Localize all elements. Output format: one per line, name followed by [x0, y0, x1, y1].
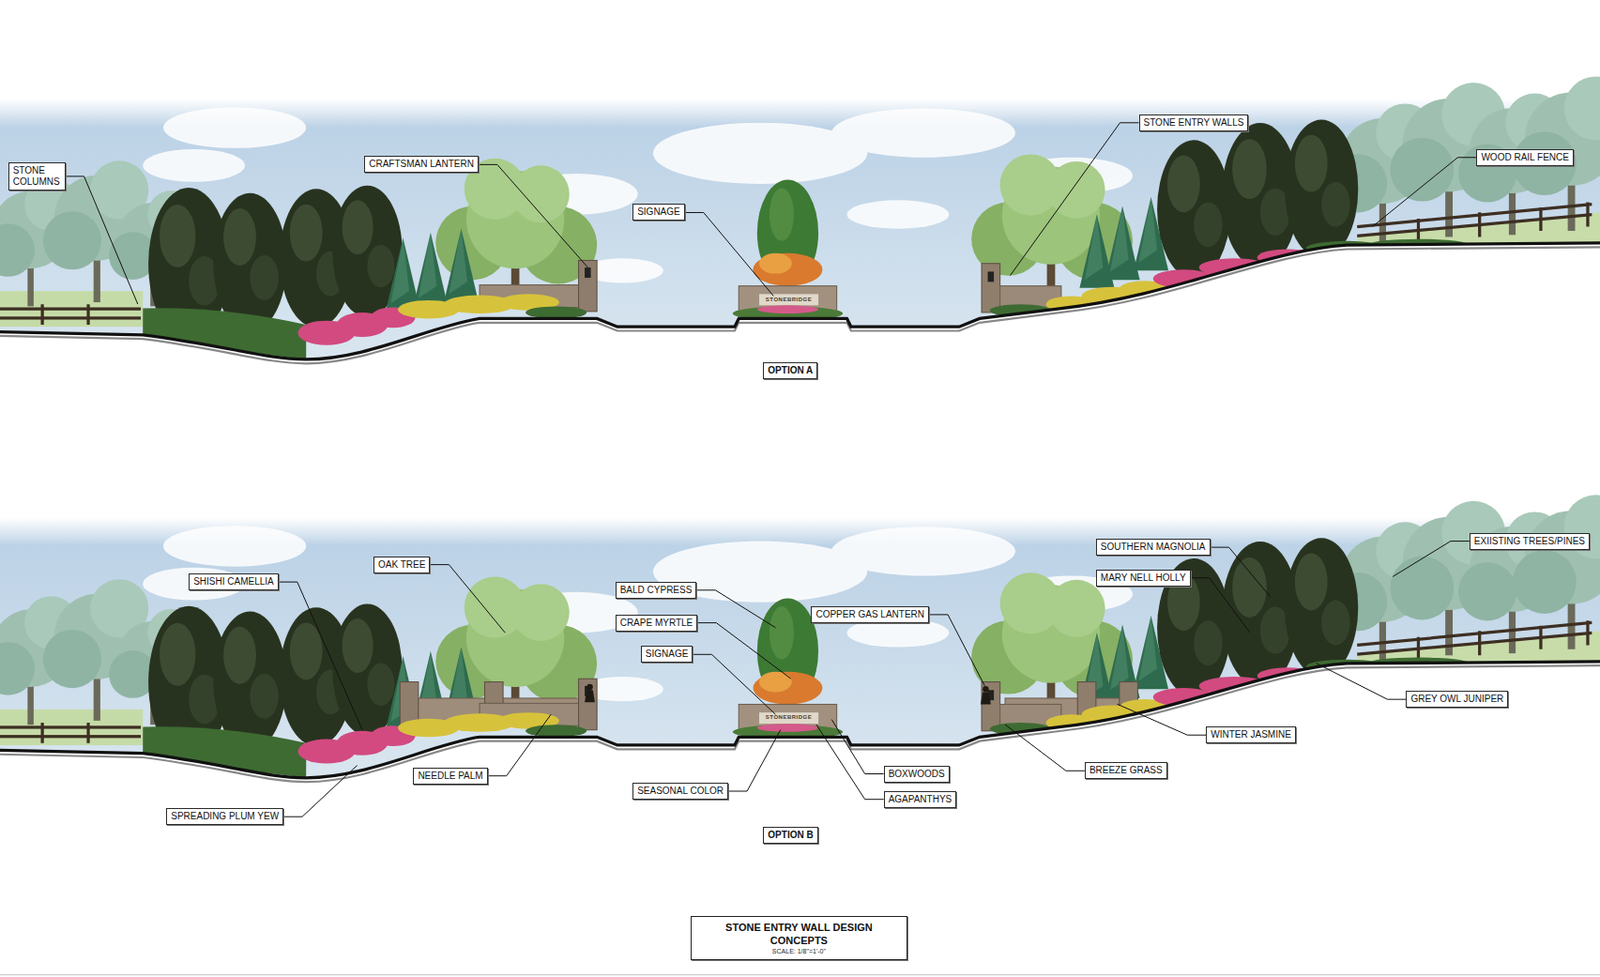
leader-line [1009, 122, 1139, 276]
option-label-box: OPTION A [762, 362, 818, 380]
callout-text: WINTER JASMINE [1210, 729, 1292, 741]
callout-text: BOXWOODS [888, 768, 945, 780]
callout-box: NEEDLE PALM [412, 767, 488, 785]
callout-text: GREY OWL JUNIPER [1410, 693, 1504, 705]
leader-line [692, 654, 776, 715]
callout-text: BREEZE GRASS [1089, 764, 1163, 777]
callout-box: SOUTHERN MAGNOLIA [1096, 538, 1211, 556]
callout-text: SIGNAGE [645, 648, 689, 660]
callout-text: AGAPANTHYS [888, 793, 953, 806]
callout-box: SIGNAGE [632, 203, 686, 221]
callout-text: OAK TREE [378, 559, 426, 571]
callout-text: SIGNAGE [637, 206, 681, 218]
callout-box: WINTER JASMINE [1205, 726, 1296, 744]
callout-box: MARY NELL HOLLY [1096, 569, 1191, 587]
drawing-title: STONE ENTRY WALL DESIGN CONCEPTS [697, 920, 901, 947]
leader-line [429, 564, 505, 634]
callout-text: SHISHI CAMELLIA [193, 576, 275, 588]
leader-line [487, 714, 552, 777]
callout-text: MARY NELL HOLLY [1100, 572, 1187, 584]
callout-text: WOOD RAIL FENCE [1480, 152, 1570, 164]
option-label: OPTION A [767, 365, 813, 377]
leader-line [65, 176, 138, 305]
callout-text: EXIISTING TREES/PINES [1474, 535, 1585, 548]
scale-note: SCALE: 1/8"=1'-0" [697, 946, 901, 956]
callout-box: COPPER GAS LANTERN [810, 606, 930, 624]
callout-text: SPREADING PLUM YEW [170, 810, 279, 823]
callout-text: SOUTHERN MAGNOLIA [1100, 541, 1206, 553]
callout-text: STONE ENTRY WALLS [1143, 117, 1245, 129]
callout-box: EXIISTING TREES/PINES [1469, 533, 1590, 550]
callout-box: BREEZE GRASS [1084, 761, 1168, 779]
leader-line [1210, 547, 1271, 597]
callout-text: CRAFTSMAN LANTERN [368, 158, 474, 170]
option-label-box: OPTION B [762, 826, 818, 844]
leader-line [278, 581, 363, 730]
sign-lettering: STONEBRIDGE [765, 714, 812, 721]
leader-line [283, 765, 358, 818]
leader-line [1005, 724, 1085, 771]
leader-line [1190, 578, 1250, 633]
leader-line [478, 164, 588, 268]
callout-box: WOOD RAIL FENCE [1476, 149, 1574, 167]
callout-box: BOXWOODS [883, 765, 950, 783]
callout-text: CRAPE MYRTLE [620, 617, 694, 629]
option-label: OPTION B [767, 829, 813, 841]
callout-text: COPPER GAS LANTERN [815, 609, 925, 621]
leader-line [929, 614, 985, 686]
callout-text: BALD CYPRESS [620, 584, 693, 596]
leader-line [697, 623, 791, 680]
leader-line [696, 590, 776, 628]
leader-line [816, 724, 884, 800]
callout-box: STONE ENTRY WALLS [1139, 114, 1250, 132]
callout-box: CRAPE MYRTLE [615, 614, 699, 632]
title-block: STONE ENTRY WALL DESIGN CONCEPTSSCALE: 1… [690, 915, 908, 960]
leader-line [1392, 541, 1470, 578]
callout-box: AGAPANTHYS [883, 791, 958, 808]
callout-box: CRAFTSMAN LANTERN [364, 155, 479, 173]
callout-box: SPREADING PLUM YEW [166, 807, 284, 825]
leader-line [1316, 663, 1407, 700]
callout-box: OAK TREE [373, 556, 430, 574]
callout-box: SIGNAGE [640, 645, 694, 663]
sign-lettering: STONEBRIDGE [765, 296, 812, 304]
callout-box: SEASONAL COLOR [632, 782, 729, 800]
leader-line [728, 729, 781, 792]
callout-box: GREY OWL JUNIPER [1405, 690, 1509, 708]
callout-box: SHISHI CAMELLIA [188, 573, 279, 591]
leader-line [685, 212, 774, 296]
callout-box: STONE COLUMNS [8, 162, 66, 191]
callout-text: STONE COLUMNS [13, 165, 61, 188]
callout-box: BALD CYPRESS [615, 581, 698, 599]
leader-line [1372, 157, 1478, 228]
leader-line [831, 719, 884, 775]
leader-line [1117, 703, 1207, 735]
callout-text: NEEDLE PALM [417, 770, 483, 782]
callout-text: SEASONAL COLOR [637, 785, 724, 797]
